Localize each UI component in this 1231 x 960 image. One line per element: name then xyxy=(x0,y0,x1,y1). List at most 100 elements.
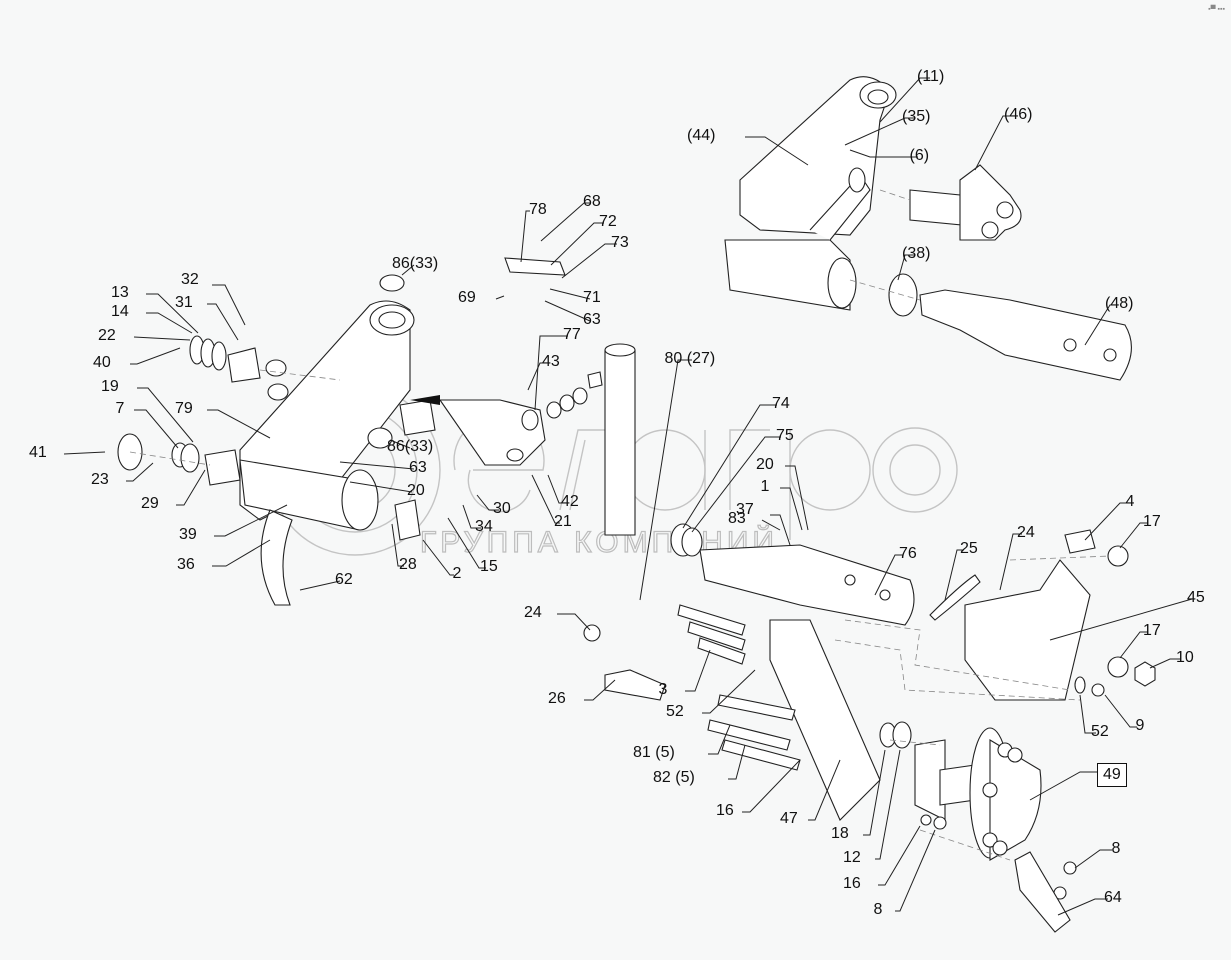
wheel-hub-49 xyxy=(914,727,1042,861)
callout-label-21: 21 xyxy=(554,513,572,530)
ring-75 xyxy=(681,527,703,557)
callout-label-46: (46) xyxy=(1004,106,1033,123)
callout-label-44: (44) xyxy=(687,127,716,144)
callout-label-83: 83 xyxy=(728,510,746,527)
callout-label-6: (6) xyxy=(909,147,930,164)
callout-label-77: 77 xyxy=(563,326,581,343)
callout-label-49: 49 xyxy=(1097,763,1127,787)
callout-label-36: 36 xyxy=(177,556,195,573)
direction-arrow xyxy=(410,395,440,405)
nut-8b xyxy=(1063,861,1077,875)
callout-label-17b: 17 xyxy=(1143,622,1161,639)
callout-label-35: (35) xyxy=(902,108,931,125)
post xyxy=(604,349,636,536)
callout-label-20a: 20 xyxy=(407,482,425,499)
callout-label-10: 10 xyxy=(1176,649,1194,666)
callout-label-16b: 16 xyxy=(843,875,861,892)
clip-24 xyxy=(583,624,601,642)
callout-label-34: 34 xyxy=(475,518,493,535)
callout-label-38: (38) xyxy=(902,245,931,262)
callout-label-47: 47 xyxy=(780,810,798,827)
washer-52a xyxy=(1074,676,1086,694)
washer-stack-43 xyxy=(546,371,603,419)
callout-label-71: 71 xyxy=(583,289,601,306)
seal-rings-13-14-22 xyxy=(189,335,227,371)
callout-label-16a: 16 xyxy=(716,802,734,819)
callout-label-26: 26 xyxy=(548,690,566,707)
callout-label-17a: 17 xyxy=(1143,513,1161,530)
washer-16 xyxy=(920,814,932,826)
callout-label-4: 4 xyxy=(1125,493,1135,510)
callout-label-80: 80 (27) xyxy=(664,350,716,367)
callout-label-52a: 52 xyxy=(1091,723,1109,740)
upper-bracket-44 xyxy=(724,76,897,311)
callout-label-28: 28 xyxy=(399,556,417,573)
callout-label-9: 9 xyxy=(1135,717,1145,734)
bushing-29 xyxy=(204,449,241,486)
callout-label-43: 43 xyxy=(542,353,560,370)
callout-label-23: 23 xyxy=(91,471,109,488)
callout-label-74: 74 xyxy=(772,395,790,412)
axle-shaft-48 xyxy=(919,289,1132,381)
callout-label-41: 41 xyxy=(29,444,47,461)
callout-label-45: 45 xyxy=(1187,589,1205,606)
callout-label-68: 68 xyxy=(583,193,601,210)
callout-label-72: 72 xyxy=(599,213,617,230)
callout-label-19: 19 xyxy=(101,378,119,395)
callout-label-22: 22 xyxy=(98,327,116,344)
callout-label-2: 2 xyxy=(452,565,462,582)
callout-label-78: 78 xyxy=(529,201,547,218)
bushing-31 xyxy=(227,347,261,383)
callout-label-30: 30 xyxy=(493,500,511,517)
corner-mark: ▪▀ ▪▪▪ xyxy=(1208,6,1225,13)
callout-label-79: 79 xyxy=(175,400,193,417)
callout-label-37: 37 xyxy=(736,501,754,518)
callout-label-75: 75 xyxy=(776,427,794,444)
callout-label-40: 40 xyxy=(93,354,111,371)
callout-label-63a: 63 xyxy=(583,311,601,328)
callout-label-73: 73 xyxy=(611,234,629,251)
mounting-bracket-45 xyxy=(964,559,1091,701)
callout-label-52b: 52 xyxy=(666,703,684,720)
callout-label-32: 32 xyxy=(181,271,199,288)
callout-label-86a: 86(33) xyxy=(392,255,439,272)
pin-26 xyxy=(604,669,666,701)
arm-77 xyxy=(438,399,546,466)
callout-label-1: 1 xyxy=(760,478,770,495)
bolts-81-82 xyxy=(707,694,801,771)
callout-label-25: 25 xyxy=(960,540,978,557)
guard-64 xyxy=(1014,851,1071,933)
callout-label-3: 3 xyxy=(658,681,668,698)
callout-label-8a: 8 xyxy=(873,901,883,918)
callout-label-29: 29 xyxy=(141,495,159,512)
washer-19 xyxy=(180,443,200,473)
plate-47 xyxy=(769,619,881,821)
callout-label-20b: 20 xyxy=(756,456,774,473)
watermark-letter-o xyxy=(872,427,958,513)
callout-label-8b: 8 xyxy=(1111,840,1121,857)
callout-label-11: (11) xyxy=(917,68,945,85)
bushing-28 xyxy=(394,499,421,541)
callout-label-63b: 63 xyxy=(409,459,427,476)
nut-10 xyxy=(1134,661,1156,687)
callout-label-39: 39 xyxy=(179,526,197,543)
callout-label-64: 64 xyxy=(1104,889,1122,906)
callout-label-7: 7 xyxy=(115,400,125,417)
washer-17a xyxy=(1107,545,1129,567)
clip-25 xyxy=(929,574,981,621)
callout-label-48: (48) xyxy=(1105,295,1134,312)
bushing-32 xyxy=(265,359,287,377)
bolts-3 xyxy=(677,604,746,665)
callout-label-18: 18 xyxy=(831,825,849,842)
clamp-band-36 xyxy=(260,509,293,606)
pivot-pin-46 xyxy=(909,164,1022,241)
callout-label-42: 42 xyxy=(561,493,579,510)
callout-label-81: 81 (5) xyxy=(633,744,675,761)
callout-label-15: 15 xyxy=(480,558,498,575)
callout-label-14: 14 xyxy=(111,303,129,320)
callout-label-24b: 24 xyxy=(524,604,542,621)
bushing-86 xyxy=(379,274,405,292)
callout-label-62: 62 xyxy=(335,571,353,588)
